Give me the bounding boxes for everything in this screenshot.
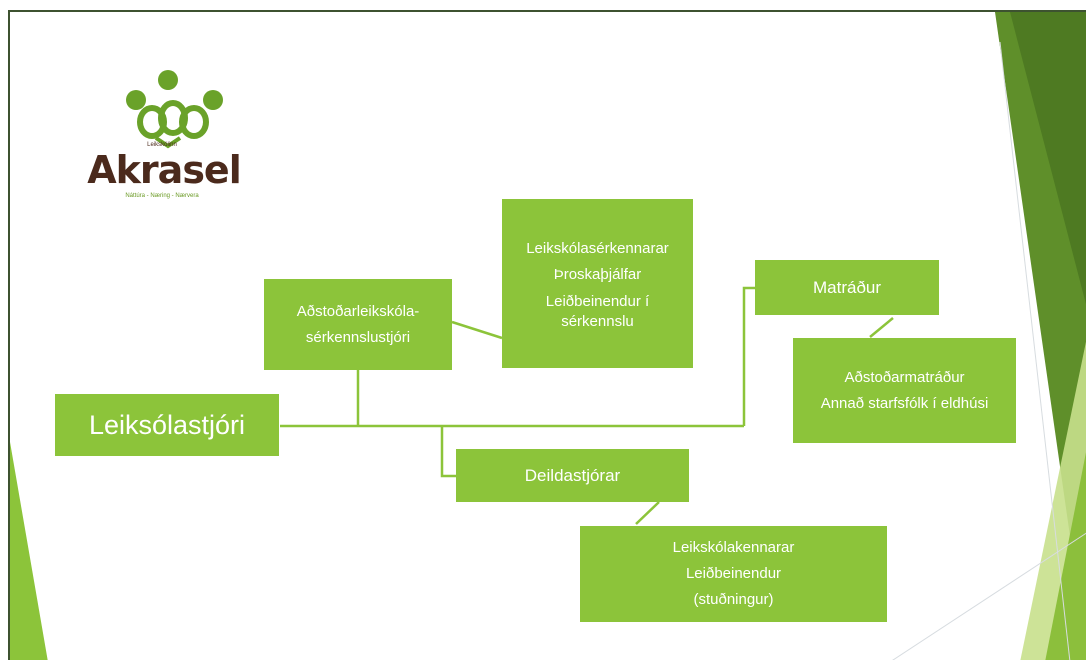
specialed-line-3: Leiðbeinendur í [545,292,650,310]
connector-depts-teachers [635,501,660,525]
specialed-line-1: Leikskólasérkennarar [526,239,669,257]
deco-mid-band [1045,452,1086,660]
teachers-line-3: (stuðningur) [693,591,774,608]
tree-people-icon [126,70,223,149]
box-assistant-director: Aðstoðarleikskóla- sérkennslustjóri [264,279,452,370]
connector-assistant-specialed [451,320,503,340]
connector-root-cook [742,286,755,426]
box-special-education: Leikskólasérkennarar Þroskaþjálfar Leiðb… [502,199,693,368]
kitchen-line-2: Annað starfsfólk í eldhúsi [820,394,989,412]
box-teachers: Leikskólakennarar Leiðbeinendur (stuðnin… [580,526,887,622]
deco-top-band [1010,12,1086,305]
cook-label: Matráður [812,277,882,297]
box-kitchen-staff: Aðstoðarmatráður Annað starfsfólk í eldh… [793,338,1016,443]
deco-line [892,532,1086,660]
logo-tagline: Náttúra - Næring - Nærvera [125,193,199,199]
corner-decoration [10,12,1086,660]
depts-label: Deildastjórar [524,465,621,485]
assistant-line-1: Aðstoðarleikskóla- [296,302,420,320]
specialed-line-4: sérkennslu [561,312,634,330]
box-cook: Matráður [755,260,939,315]
box-director: Leiksólastjóri [55,394,279,456]
logo-small-text: Leikskólinn [147,142,177,148]
connector-cook-kitchen [869,317,894,338]
teachers-line-1: Leikskólakennarar [672,539,795,556]
teachers-line-2: Leiðbeinendur [685,565,782,582]
logo-name: Akrasel [87,148,241,192]
kitchen-line-1: Aðstoðarmatráður [844,368,965,386]
connector-root-depts [440,426,456,478]
deco-left-band [10,442,48,660]
director-label: Leiksólastjóri [88,410,246,440]
specialed-line-2: Þroskaþjálfar [553,265,642,283]
assistant-line-2: sérkennslustjóri [305,328,411,346]
deco-line [999,41,1071,660]
box-department-heads: Deildastjórar [456,449,689,502]
